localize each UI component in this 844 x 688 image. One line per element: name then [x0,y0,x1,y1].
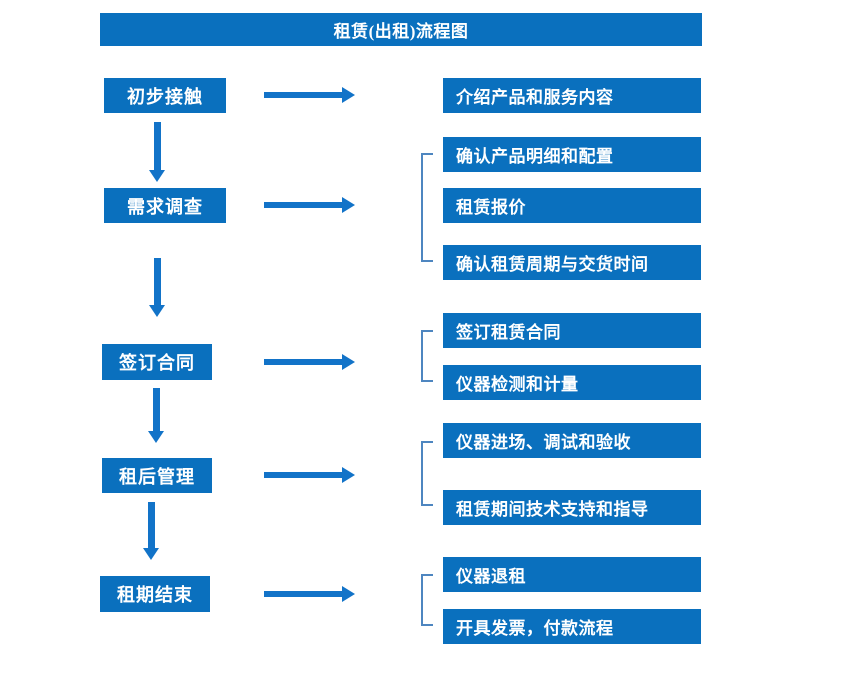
arrow-shaft [148,502,155,548]
arrow-head [342,197,355,213]
step-box-sign-contract: 签订合同 [102,344,212,380]
right-arrow-icon [264,467,355,483]
group-bracket-icon [421,441,433,506]
arrow-shaft [264,591,343,597]
right-arrow-icon [264,197,355,213]
detail-box-confirm-rental-period: 确认租赁周期与交货时间 [443,245,701,280]
right-arrow-icon [264,586,355,602]
flowchart-title: 租赁(出租)流程图 [333,22,469,41]
down-arrow-icon [149,258,166,317]
down-arrow-icon [149,122,166,182]
arrow-head [342,586,355,602]
detail-box-technical-support: 租赁期间技术支持和指导 [443,490,701,525]
step-box-demand-survey: 需求调查 [104,188,226,223]
arrow-head [342,87,355,103]
arrow-shaft [264,92,343,98]
arrow-head [342,467,355,483]
detail-box-instrument-return: 仪器退租 [443,557,701,592]
step-box-initial-contact: 初步接触 [104,78,226,113]
arrow-head [149,170,165,182]
arrow-head [149,305,165,317]
right-arrow-icon [264,354,355,370]
arrow-shaft [264,472,343,478]
step-box-post-rental-management: 租后管理 [102,458,212,493]
step-box-rental-end: 租期结束 [100,576,210,612]
group-bracket-icon [421,330,433,382]
arrow-shaft [154,122,161,170]
detail-box-introduce-products: 介绍产品和服务内容 [443,78,701,113]
arrow-shaft [264,202,343,208]
right-arrow-icon [264,87,355,103]
group-bracket-icon [421,574,433,626]
arrow-shaft [153,388,160,431]
down-arrow-icon [148,388,165,443]
down-arrow-icon [143,502,160,560]
detail-box-sign-rental-contract: 签订租赁合同 [443,313,701,348]
detail-box-invoice-payment: 开具发票，付款流程 [443,609,701,644]
group-bracket-icon [421,153,433,262]
detail-box-instrument-testing: 仪器检测和计量 [443,365,701,400]
detail-box-rental-quotation: 租赁报价 [443,188,701,223]
arrow-head [342,354,355,370]
arrow-head [148,431,164,443]
arrow-shaft [154,258,161,305]
detail-box-instrument-setup-acceptance: 仪器进场、调试和验收 [443,423,701,458]
arrow-shaft [264,359,343,365]
arrow-head [143,548,159,560]
flowchart-title-bar: 租赁(出租)流程图 [100,13,702,46]
detail-box-confirm-product-details: 确认产品明细和配置 [443,137,701,172]
